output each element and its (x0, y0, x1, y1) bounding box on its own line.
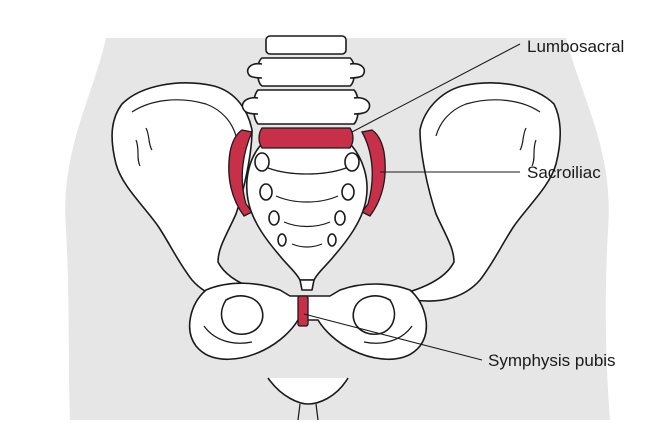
left-ischium-line (203, 325, 253, 344)
left-crest-texture (135, 127, 153, 167)
leader-line-lumbosacral (351, 43, 521, 133)
lumbar-vertebra-1 (256, 57, 356, 87)
right-ischium-line (363, 325, 413, 344)
lumbar-vertebra-upper (265, 35, 347, 55)
lumbar-spine (241, 35, 371, 125)
left-obturator-foramen (220, 295, 264, 335)
left-iliac-fossa-line (131, 99, 237, 137)
sacral-line-2 (275, 195, 339, 203)
inner-thigh-right (315, 403, 319, 421)
lumbosacral-joint (258, 127, 354, 149)
leader-line-symphysis-pubis (303, 313, 483, 361)
label-lumbosacral: Lumbosacral (527, 37, 624, 56)
label-sacroiliac: Sacroiliac (527, 163, 601, 182)
lumbar-process-right-2 (353, 96, 371, 115)
sacral-line-4 (291, 243, 323, 248)
right-crest-texture (519, 127, 537, 167)
crotch-outline (267, 377, 349, 405)
label-symphysis-pubis: Symphysis pubis (488, 351, 616, 370)
lumbar-process-left-2 (241, 96, 259, 115)
symphysis-pubis-joint (297, 295, 309, 327)
lumbar-vertebra-2 (252, 89, 360, 125)
right-sacroiliac-joint (360, 129, 386, 217)
lumbar-process-right-1 (349, 62, 366, 79)
right-iliac-fossa-line (435, 99, 541, 137)
sacral-line-1 (267, 167, 347, 175)
inner-thigh-left (297, 403, 301, 421)
right-ilium (401, 82, 562, 302)
sacral-line-3 (283, 221, 331, 228)
sacral-foramina (254, 152, 360, 247)
left-sacroiliac-joint (228, 129, 253, 217)
lumbar-process-left-1 (246, 62, 263, 79)
left-ilium (111, 82, 271, 302)
coccyx (299, 279, 315, 291)
